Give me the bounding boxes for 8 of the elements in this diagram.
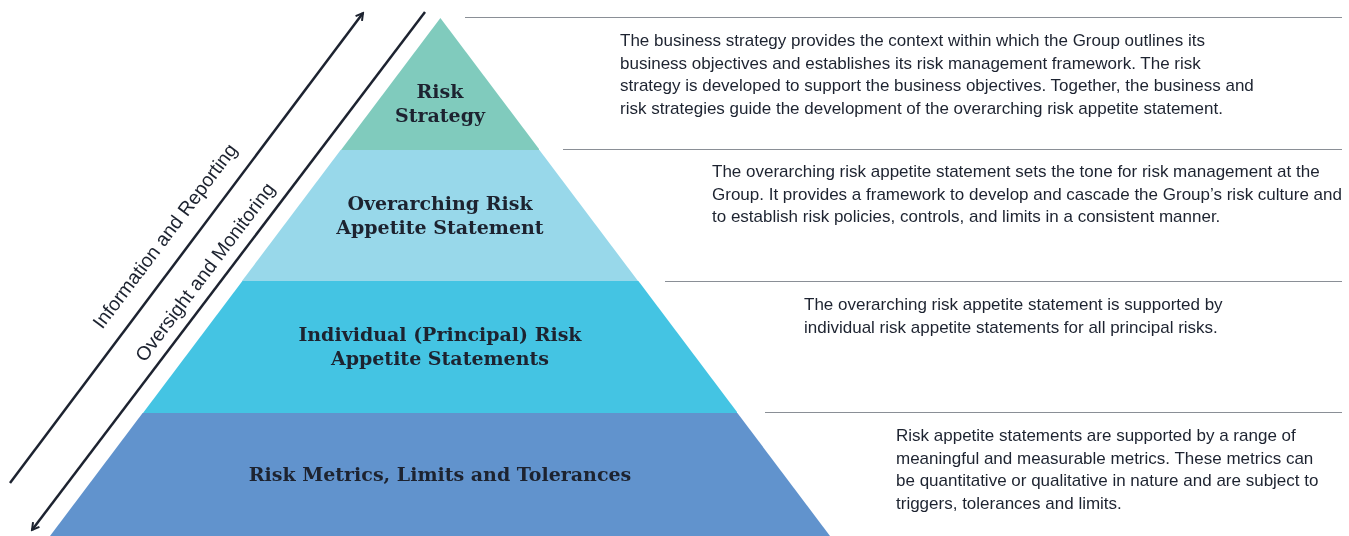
description-text: The overarching risk appetite statement sets the tone for risk management at the Group. It provides a framework to develop and cascade the Group’s risk culture and to establish risk policies, controls, and limits in a consistent manner.: [712, 161, 1343, 228]
tier-title: Risk Metrics, Limits and Tolerances: [248, 462, 632, 487]
description-text: The business strategy provides the context within which the Group outlines its business objectives and establishes its risk management framework. The risk strategy is developed to support the business objectives. Together, the business and risk strategies guide the development of the overarching risk appetite statement.: [620, 30, 1255, 120]
description-text: The overarching risk appetite statement is supported by individual risk appetite statements for all principal risks.: [804, 294, 1224, 339]
tier-title: Overarching Risk Appetite Statement: [335, 191, 545, 240]
tier-title: Risk Strategy: [393, 80, 487, 128]
tier-title: Individual (Principal) Risk Appetite Statements: [297, 323, 583, 371]
description-text: Risk appetite statements are supported by a range of meaningful and measurable metrics. These metrics can be quantitative or qualitative in nature and are subject to triggers, tolerances and limits.: [896, 425, 1320, 515]
